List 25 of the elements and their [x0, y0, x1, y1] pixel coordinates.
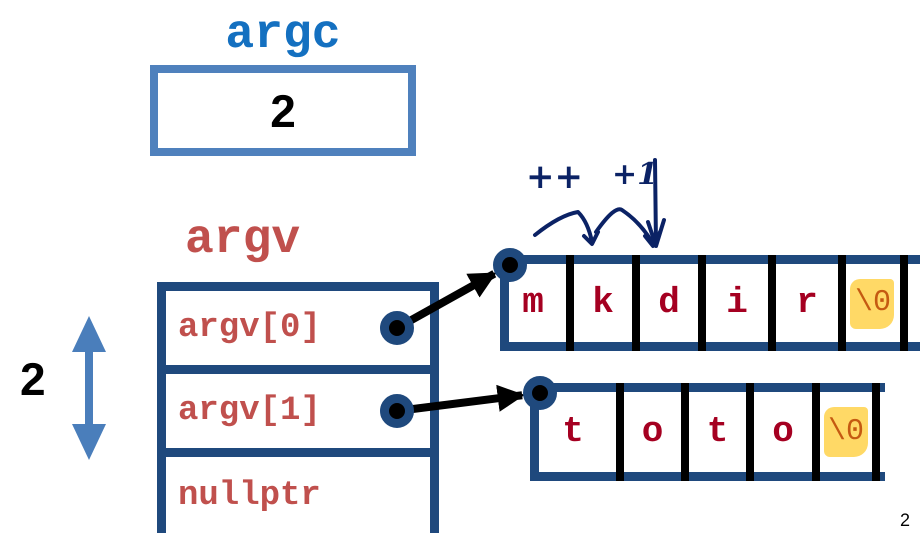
variable-name: argc: [225, 11, 341, 59]
pointer-arrow: [412, 384, 525, 413]
cell-text: nullptr: [178, 479, 321, 513]
char-text: o: [772, 414, 794, 450]
char-text: k: [592, 285, 614, 321]
page-number: 2: [900, 511, 910, 529]
annotation-text: +1: [612, 160, 658, 190]
array-name: argv: [185, 216, 300, 264]
annotation-text: ++: [526, 160, 583, 194]
char-text: d: [658, 285, 680, 321]
char-text: t: [706, 414, 728, 450]
char-text: \0: [855, 288, 891, 318]
char-text: t: [562, 414, 584, 450]
char-text: o: [642, 414, 664, 450]
cell-text: argv[1]: [178, 394, 321, 428]
count-text: 2: [20, 356, 46, 402]
char-cell: [838, 255, 908, 351]
variable-value: 2: [270, 88, 296, 134]
char-cell: [812, 383, 880, 481]
char-text: \0: [828, 417, 864, 447]
cell-text: argv[0]: [178, 311, 321, 345]
char-text: i: [726, 285, 748, 321]
char-text: m: [522, 285, 544, 321]
pointer-arrow: [409, 270, 497, 324]
char-text: r: [796, 285, 818, 321]
